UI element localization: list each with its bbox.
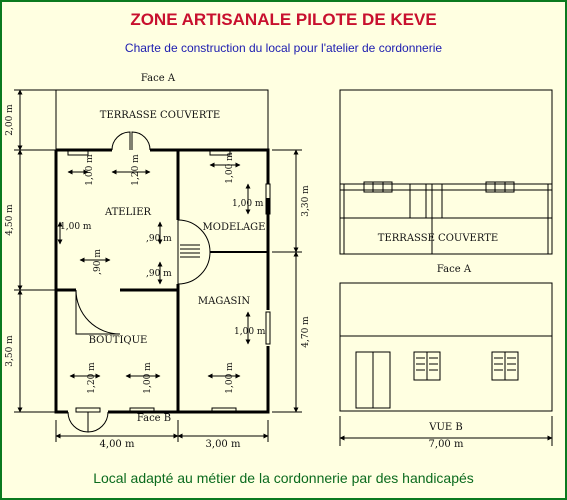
- door-top-left: [111, 131, 131, 151]
- window-2: [209, 150, 231, 156]
- dim-w120-bout: 1,20 m: [87, 362, 97, 394]
- dim-90-3: ,90 m: [93, 249, 103, 275]
- room-terrasse-label: TERRASSE COUVERTE: [100, 110, 220, 121]
- dim-w100-bout: 1,00 m: [143, 362, 153, 394]
- plan-dimensions: [14, 89, 302, 442]
- dim-left-350: 3,50 m: [5, 335, 15, 367]
- ramp-marks: [180, 244, 200, 258]
- dim-w100-mag-b: 1,00 m: [225, 362, 235, 394]
- window-1: [67, 150, 89, 156]
- door-bottom-left: [67, 411, 89, 433]
- dim-w100-side: 1,00 m: [232, 199, 264, 209]
- dim-right-330: 3,30 m: [301, 185, 311, 217]
- dim-w100-a: 1,00 m: [85, 154, 95, 186]
- window-side-2: [265, 311, 271, 345]
- wall-right-top: [150, 148, 270, 184]
- dim-w100-mag: 1,00 m: [234, 327, 266, 337]
- window-5: [211, 407, 237, 413]
- elev-terrasse-label: TERRASSE COUVERTE: [378, 233, 498, 244]
- dim-w100-b: 1,00 m: [225, 152, 235, 184]
- wall-bottom: [108, 346, 270, 414]
- elev-face-a-label: Face A: [437, 264, 472, 275]
- dim-90-1: ,90 m: [146, 234, 172, 244]
- dim-bottom-400: 4,00 m: [100, 439, 135, 450]
- door-modelage: [177, 219, 211, 285]
- window-4: [129, 407, 155, 413]
- terrace-outline: [55, 89, 269, 150]
- room-magasin-label: MAGASIN: [198, 296, 250, 307]
- dim-90-2: ,90 m: [146, 269, 172, 279]
- dim-w120-a: 1,20 m: [131, 154, 141, 186]
- door-bottom-right: [87, 411, 109, 433]
- room-modelage-label: MODELAGE: [203, 222, 266, 233]
- dim-bottom-300: 3,00 m: [206, 439, 241, 450]
- dim-right-470: 4,70 m: [301, 316, 311, 348]
- door-top-right: [131, 131, 151, 151]
- door-boutique: [75, 289, 121, 335]
- elev-vue-b-label: VUE B: [428, 422, 462, 433]
- plan-face-b-label: Face B: [137, 413, 171, 424]
- elev-width-label: 7,00 m: [429, 439, 464, 450]
- dim-left-450: 4,50 m: [5, 204, 15, 236]
- window-side-1: [265, 183, 271, 215]
- wall-left: [54, 150, 68, 414]
- page-subtitle: Charte de construction du local pour l'a…: [124, 41, 443, 55]
- elevation-face-a: [339, 89, 553, 255]
- page-title: ZONE ARTISANALE PILOTE DE KEVE: [130, 10, 437, 29]
- room-boutique-label: BOUTIQUE: [89, 335, 148, 346]
- dim-w100-left: 1,00 m: [60, 222, 92, 232]
- plan-face-a-label: Face A: [141, 73, 176, 84]
- elevation-vue-b: [339, 282, 553, 446]
- dim-left-200: 2,00 m: [5, 104, 15, 136]
- window-3: [75, 407, 101, 413]
- room-atelier-label: ATELIER: [104, 207, 152, 218]
- page-caption: Local adapté au métier de la cordonnerie…: [93, 470, 474, 486]
